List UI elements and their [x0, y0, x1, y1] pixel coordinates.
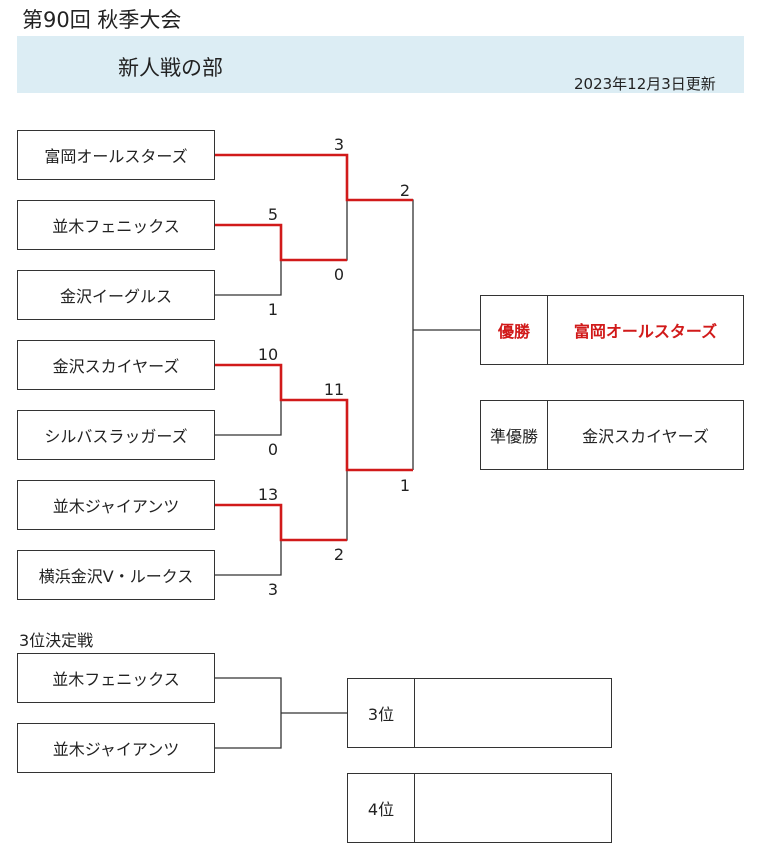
score-r1-m2-bottom: 0: [267, 440, 279, 459]
team-slot-7: 横浜金沢V・ルークス: [17, 550, 215, 600]
updated-date: 2023年12月3日更新: [574, 75, 716, 93]
team-slot-6: 並木ジャイアンツ: [17, 480, 215, 530]
team-slot-1: 富岡オールスターズ: [17, 130, 215, 180]
score-r2-m1-bottom: 0: [333, 265, 345, 284]
score-final-bottom: 1: [399, 476, 411, 495]
runnerup-team: 金沢スカイヤーズ: [582, 427, 709, 446]
champion-box: 優勝 富岡オールスターズ: [480, 295, 744, 365]
score-r1-m2-top: 10: [257, 345, 279, 364]
third-place-team-1: 並木フェニックス: [17, 653, 215, 703]
score-r2-m1-top: 3: [333, 135, 345, 154]
fourth-place-label: 4位: [348, 774, 415, 842]
team-slot-3: 金沢イーグルス: [17, 270, 215, 320]
fourth-place-team: [415, 774, 611, 842]
runnerup-label: 準優勝: [481, 401, 548, 469]
team-slot-5: シルバスラッガーズ: [17, 410, 215, 460]
team-slot-2: 並木フェニックス: [17, 200, 215, 250]
score-r2-m2-top: 11: [323, 380, 345, 399]
score-r1-m3-bottom: 3: [267, 580, 279, 599]
score-r1-m1-bottom: 1: [267, 300, 279, 319]
third-place-team: [415, 679, 611, 747]
champion-label: 優勝: [481, 296, 548, 364]
runnerup-box: 準優勝 金沢スカイヤーズ: [480, 400, 744, 470]
fourth-place-box: 4位: [347, 773, 612, 843]
score-r1-m3-top: 13: [257, 485, 279, 504]
score-r2-m2-bottom: 2: [333, 545, 345, 564]
team-slot-4: 金沢スカイヤーズ: [17, 340, 215, 390]
third-place-team-2: 並木ジャイアンツ: [17, 723, 215, 773]
score-r1-m1-top: 5: [267, 205, 279, 224]
division-banner: [17, 36, 744, 93]
tournament-title: 第90回 秋季大会: [22, 8, 182, 32]
score-final-top: 2: [399, 181, 411, 200]
third-place-box: 3位: [347, 678, 612, 748]
third-place-title: 3位決定戦: [19, 631, 94, 650]
third-place-label: 3位: [348, 679, 415, 747]
champion-team: 富岡オールスターズ: [573, 322, 718, 341]
division-title: 新人戦の部: [118, 56, 223, 80]
